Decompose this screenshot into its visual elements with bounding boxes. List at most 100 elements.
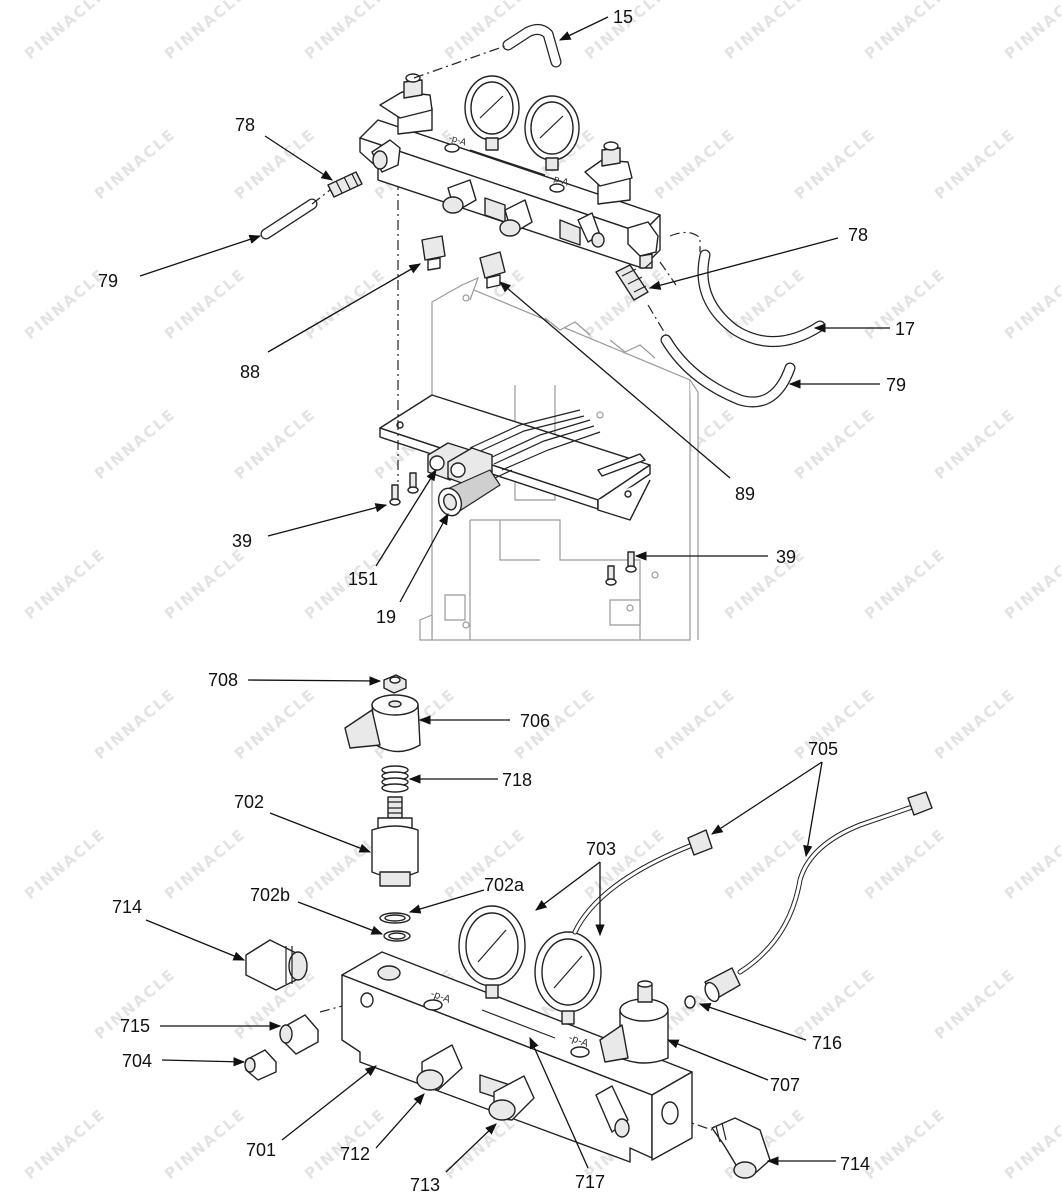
hose-79-right bbox=[647, 304, 796, 408]
gauge-top-left bbox=[464, 75, 520, 151]
valve-top-left bbox=[379, 73, 433, 135]
wire-705 bbox=[572, 791, 933, 975]
label-702: 702 bbox=[234, 792, 264, 812]
label-718: 718 bbox=[502, 770, 532, 790]
watermark-text: PINNACLE bbox=[231, 125, 319, 203]
label-701: 701 bbox=[246, 1140, 276, 1160]
part-78-left bbox=[327, 171, 363, 198]
watermark-text: PINNACLE bbox=[791, 965, 879, 1043]
valve-top-right bbox=[584, 141, 633, 205]
watermark-text: PINNACLE bbox=[1001, 545, 1062, 623]
label-88: 88 bbox=[240, 362, 260, 382]
watermark-text: PINNACLE bbox=[161, 1105, 249, 1183]
nut-708 bbox=[383, 674, 407, 694]
cartridge-702 bbox=[371, 796, 419, 887]
fitting-left bbox=[371, 139, 401, 173]
spring-718 bbox=[381, 765, 409, 793]
watermark-text: PINNACLE bbox=[91, 405, 179, 483]
top-assembly: -p-A -p-A bbox=[260, 23, 826, 641]
watermark-text: PINNACLE bbox=[861, 545, 949, 623]
sensor-716 bbox=[684, 967, 741, 1009]
watermark-text: PINNACLE bbox=[791, 405, 879, 483]
watermark-text: PINNACLE bbox=[791, 125, 879, 203]
part-78-right bbox=[615, 259, 655, 301]
fitting-714-right bbox=[711, 1117, 771, 1179]
label-78-left: 78 bbox=[235, 115, 255, 135]
watermark-text: PINNACLE bbox=[91, 125, 179, 203]
oring-716 bbox=[684, 995, 696, 1009]
fitting-713 bbox=[488, 1075, 535, 1121]
fitting-front-2 bbox=[499, 199, 533, 237]
label-19: 19 bbox=[376, 607, 396, 627]
label-707: 707 bbox=[770, 1075, 800, 1095]
label-151: 151 bbox=[348, 569, 378, 589]
watermark-text: PINNACLE bbox=[231, 685, 319, 763]
label-714-right: 714 bbox=[840, 1154, 870, 1174]
connector-151 bbox=[427, 442, 493, 487]
watermark-text: PINNACLE bbox=[931, 685, 1019, 763]
watermark-text: PINNACLE bbox=[161, 545, 249, 623]
watermark-text: PINNACLE bbox=[931, 965, 1019, 1043]
fitting-89 bbox=[479, 251, 506, 289]
label-15: 15 bbox=[613, 7, 633, 27]
watermark-text: PINNACLE bbox=[861, 0, 949, 63]
watermark-text: PINNACLE bbox=[1001, 0, 1062, 63]
callouts bbox=[139, 16, 890, 1173]
watermark-text: PINNACLE bbox=[231, 405, 319, 483]
label-89: 89 bbox=[735, 484, 755, 504]
watermark-text: PINNACLE bbox=[1001, 1105, 1062, 1183]
watermark-text: PINNACLE bbox=[21, 0, 109, 63]
label-717: 717 bbox=[575, 1172, 605, 1192]
screw-39-left bbox=[389, 472, 419, 506]
label-703: 703 bbox=[586, 839, 616, 859]
bottom-assembly: -p-A -p-A bbox=[244, 674, 933, 1179]
watermark-text: PINNACLE bbox=[861, 825, 949, 903]
fitting-front-1 bbox=[442, 179, 477, 214]
watermark-text: PINNACLE bbox=[931, 405, 1019, 483]
watermark-text: PINNACLE bbox=[301, 265, 389, 343]
fitting-715 bbox=[279, 1014, 319, 1055]
part-labels: 15 78 79 78 17 79 88 89 39 39 151 19 708… bbox=[98, 7, 915, 1195]
fitting-front-3 bbox=[577, 212, 605, 248]
label-79-left: 79 bbox=[98, 271, 118, 291]
watermark-text: PINNACLE bbox=[931, 125, 1019, 203]
label-713: 713 bbox=[410, 1175, 440, 1195]
gauge-top-right bbox=[524, 95, 580, 171]
watermark-text: PINNACLE bbox=[91, 685, 179, 763]
fitting-88 bbox=[421, 235, 446, 271]
valve-707 bbox=[599, 980, 669, 1064]
label-716: 716 bbox=[812, 1033, 842, 1053]
label-714-left: 714 bbox=[112, 897, 142, 917]
watermark-text: PINNACLE bbox=[21, 545, 109, 623]
label-702b: 702b bbox=[250, 885, 290, 905]
watermark-text: PINNACLE bbox=[161, 265, 249, 343]
watermark-text: PINNACLE bbox=[21, 825, 109, 903]
gauge-703-left bbox=[458, 905, 526, 999]
watermark-text: PINNACLE bbox=[21, 265, 109, 343]
watermark-text: PINNACLE bbox=[1001, 265, 1062, 343]
label-39-left: 39 bbox=[232, 531, 252, 551]
label-39-right: 39 bbox=[776, 547, 796, 567]
label-702a: 702a bbox=[484, 875, 525, 895]
label-712: 712 bbox=[340, 1144, 370, 1164]
sensor-tubes bbox=[469, 409, 601, 471]
connector-19 bbox=[437, 469, 513, 517]
fitting-704 bbox=[244, 1049, 277, 1081]
label-706: 706 bbox=[520, 711, 550, 731]
watermark-text: PINNACLE bbox=[161, 825, 249, 903]
gauge-703-right bbox=[534, 931, 602, 1025]
label-715: 715 bbox=[120, 1016, 150, 1036]
watermark-text: PINNACLE bbox=[21, 1105, 109, 1183]
label-705: 705 bbox=[808, 739, 838, 759]
fitting-712 bbox=[416, 1044, 463, 1091]
label-17: 17 bbox=[895, 319, 915, 339]
fitting-714-left bbox=[245, 939, 308, 991]
watermark-text: PINNACLE bbox=[301, 0, 389, 63]
screw-39-right bbox=[605, 551, 637, 586]
watermark-text: PINNACLE bbox=[861, 1105, 949, 1183]
label-78-right: 78 bbox=[848, 225, 868, 245]
watermark-text: PINNACLE bbox=[1001, 825, 1062, 903]
label-79-right: 79 bbox=[886, 375, 906, 395]
